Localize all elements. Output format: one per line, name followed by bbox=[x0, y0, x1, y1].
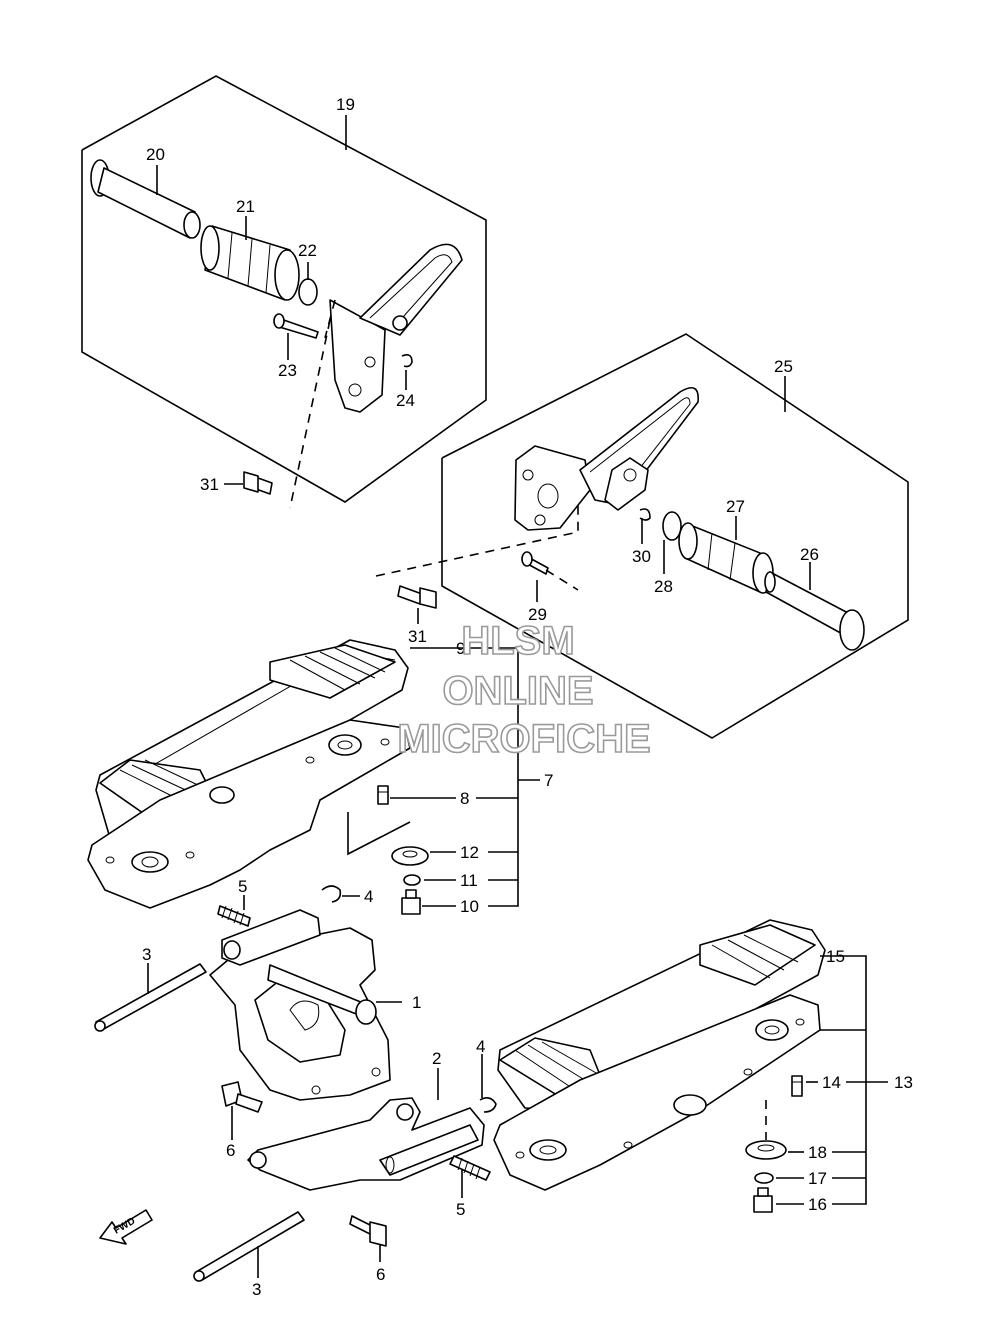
callout-2: 2 bbox=[432, 1049, 441, 1068]
callout-31-lower: 31 bbox=[408, 627, 427, 646]
floorboard-9 bbox=[87, 639, 411, 909]
callout-5-upper: 5 bbox=[238, 877, 247, 896]
callout-16: 16 bbox=[808, 1195, 827, 1214]
callout-15: 15 bbox=[826, 947, 845, 966]
bolt-31-upper bbox=[243, 471, 273, 495]
callout-14: 14 bbox=[822, 1073, 841, 1092]
spring-5-lower bbox=[449, 1155, 491, 1181]
watermark-line-3: MICROFICHE bbox=[397, 717, 650, 761]
callout-17: 17 bbox=[808, 1169, 827, 1188]
watermark-line-2: ONLINE bbox=[442, 669, 593, 713]
hinge-bracket-1 bbox=[209, 909, 391, 1101]
pin-23 bbox=[273, 313, 319, 339]
hinge-bracket-2 bbox=[247, 1097, 485, 1191]
callout-10: 10 bbox=[460, 897, 479, 916]
clip-4-upper bbox=[321, 885, 342, 903]
bolt-31-lower bbox=[397, 585, 437, 609]
clip-4-lower bbox=[479, 1096, 497, 1113]
callout-6-upper: 6 bbox=[226, 1141, 235, 1160]
floorboard-15 bbox=[493, 919, 826, 1191]
pin-29 bbox=[521, 551, 549, 575]
callout-22: 22 bbox=[298, 241, 317, 260]
callout-8: 8 bbox=[460, 789, 469, 808]
screw-14 bbox=[791, 1075, 803, 1097]
callout-13: 13 bbox=[894, 1073, 913, 1092]
washer-22 bbox=[298, 278, 318, 306]
hinge-pin-3-lower bbox=[193, 1211, 305, 1282]
callout-27: 27 bbox=[726, 497, 745, 516]
bolt-6-upper bbox=[221, 1081, 263, 1113]
callout-4-lower: 4 bbox=[476, 1037, 485, 1056]
callout-19: 19 bbox=[336, 95, 355, 114]
footpeg-rubber-27 bbox=[678, 522, 774, 594]
footpeg-bracket-25 bbox=[514, 386, 699, 531]
callout-5-lower: 5 bbox=[456, 1200, 465, 1219]
callout-4-upper: 4 bbox=[364, 887, 373, 906]
footpeg-shaft-26 bbox=[764, 571, 865, 651]
clip-24 bbox=[401, 354, 413, 368]
assembly-box-25 bbox=[375, 333, 909, 739]
grip-ribs-9a bbox=[269, 644, 396, 699]
callout-29: 29 bbox=[528, 605, 547, 624]
callout-1: 1 bbox=[412, 993, 421, 1012]
callout-24: 24 bbox=[396, 391, 415, 410]
forward-arrow-icon: FWD bbox=[99, 1209, 153, 1245]
washer-28 bbox=[662, 511, 682, 541]
callout-3-lower: 3 bbox=[252, 1280, 261, 1299]
callout-9: 9 bbox=[456, 639, 465, 658]
bolt-16 bbox=[753, 1187, 773, 1213]
washer-11 bbox=[403, 874, 421, 886]
bolt-10 bbox=[401, 889, 421, 915]
footpeg-rubber-21 bbox=[200, 225, 300, 301]
callout-20: 20 bbox=[146, 145, 165, 164]
grip-ribs-15a bbox=[699, 924, 816, 986]
callout-21: 21 bbox=[236, 197, 255, 216]
callout-31-upper: 31 bbox=[200, 475, 219, 494]
callout-18: 18 bbox=[808, 1143, 827, 1162]
callout-6-lower: 6 bbox=[376, 1265, 385, 1284]
callout-12: 12 bbox=[460, 843, 479, 862]
washer-12 bbox=[391, 846, 429, 866]
callout-11: 11 bbox=[460, 871, 478, 890]
clip-30 bbox=[639, 508, 651, 521]
watermark: HLSM ONLINE MICROFICHE bbox=[397, 618, 652, 762]
callout-30: 30 bbox=[632, 547, 651, 566]
callout-7: 7 bbox=[544, 771, 553, 790]
washer-17 bbox=[754, 1172, 774, 1184]
hinge-pin-3-upper bbox=[94, 963, 207, 1032]
callout-28: 28 bbox=[654, 577, 673, 596]
washer-18 bbox=[745, 1140, 787, 1160]
callout-3-upper: 3 bbox=[142, 945, 151, 964]
callout-25: 25 bbox=[774, 357, 793, 376]
spring-5-upper bbox=[217, 905, 251, 927]
callout-26: 26 bbox=[800, 545, 819, 564]
assembly-box-19 bbox=[81, 75, 487, 509]
footpeg-bracket-19 bbox=[329, 243, 463, 413]
footpeg-shaft-20 bbox=[90, 159, 201, 239]
callout-23: 23 bbox=[278, 361, 297, 380]
screw-8 bbox=[377, 785, 389, 805]
bolt-6-lower bbox=[349, 1215, 387, 1247]
watermark-line-1: HLSM bbox=[461, 619, 574, 663]
